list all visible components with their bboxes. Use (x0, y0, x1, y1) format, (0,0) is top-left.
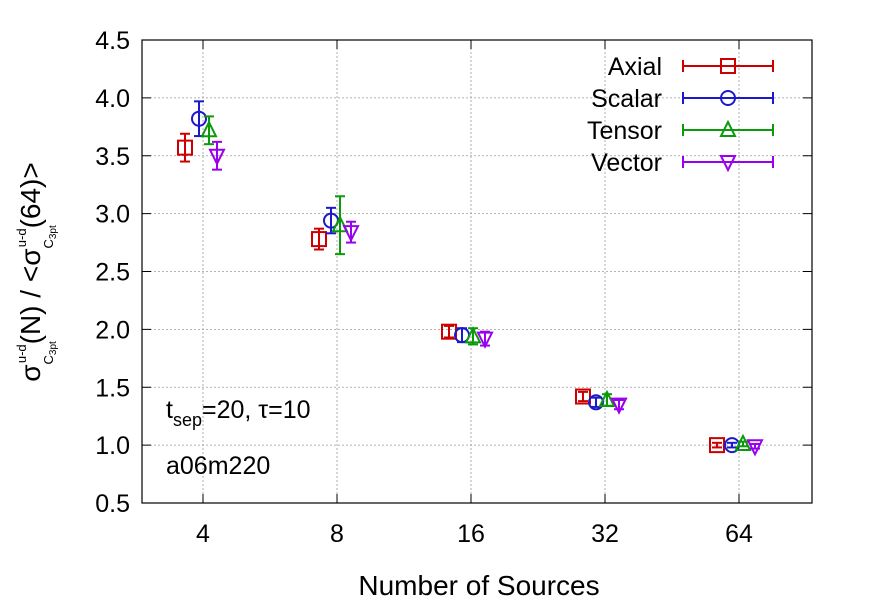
y-tick-label: 1.0 (95, 432, 130, 460)
data-point (342, 225, 360, 243)
x-tick-label: 16 (457, 520, 485, 548)
data-point (464, 326, 482, 344)
data-point (331, 214, 349, 233)
x-tick-label: 8 (330, 520, 344, 548)
data-point (208, 148, 226, 166)
y-tick-label: 2.0 (95, 316, 130, 344)
annotation-tsep: tsep=20, τ=10 (166, 396, 311, 430)
axes: 0.5 1.0 1.5 2.0 2.5 3.0 3.5 4.0 4.5 4 8 16 32 64 (95, 27, 813, 548)
x-tick-label: 64 (725, 520, 753, 548)
legend-entry-axial: Axial (608, 53, 774, 81)
plot-frame (141, 39, 813, 504)
data-point (191, 110, 207, 127)
legend-label: Scalar (591, 85, 662, 113)
y-axis-title: σC3ptu-d(N) / <σC3ptu-d(64)> (14, 162, 59, 381)
data-point (311, 231, 327, 248)
data-point (588, 394, 604, 411)
data-point (598, 389, 616, 407)
data-point (610, 397, 628, 415)
y-tick-label: 3.0 (95, 201, 130, 229)
data-point (746, 439, 764, 457)
legend-entry-tensor: Tensor (587, 117, 774, 145)
legend-label: Tensor (587, 117, 662, 145)
y-axis-title-text: σC3ptu-d(N) / <σC3ptu-d(64)> (14, 162, 59, 381)
y-tick-label: 4.5 (95, 27, 130, 55)
legend-label: Axial (608, 53, 662, 81)
data-point (476, 331, 494, 349)
y-tick-label: 0.5 (95, 490, 130, 518)
legend-marker (720, 90, 736, 106)
legend-marker (719, 119, 737, 137)
series-tensor (200, 115, 752, 451)
data-point (734, 433, 752, 451)
y-tick-label: 2.5 (95, 259, 130, 287)
annotation-ensemble: a06m220 (166, 452, 270, 480)
x-tick-label: 4 (196, 520, 210, 548)
legend-marker (719, 155, 737, 173)
y-tick-label: 3.5 (95, 143, 130, 171)
legend-entry-scalar: Scalar (591, 85, 774, 113)
series-vector (208, 140, 764, 457)
legend-entry-vector: Vector (591, 149, 774, 177)
x-tick-label: 32 (591, 520, 619, 548)
data-point (575, 388, 591, 405)
data-point (177, 139, 193, 156)
grid-lines (142, 40, 812, 503)
x-axis-title: Number of Sources (358, 570, 599, 601)
y-tick-label: 4.0 (95, 85, 130, 113)
y-tick-label: 1.5 (95, 374, 130, 402)
legend-label: Vector (591, 149, 662, 177)
legend-marker (720, 58, 736, 74)
data-series (177, 100, 764, 457)
data-point (200, 120, 218, 138)
